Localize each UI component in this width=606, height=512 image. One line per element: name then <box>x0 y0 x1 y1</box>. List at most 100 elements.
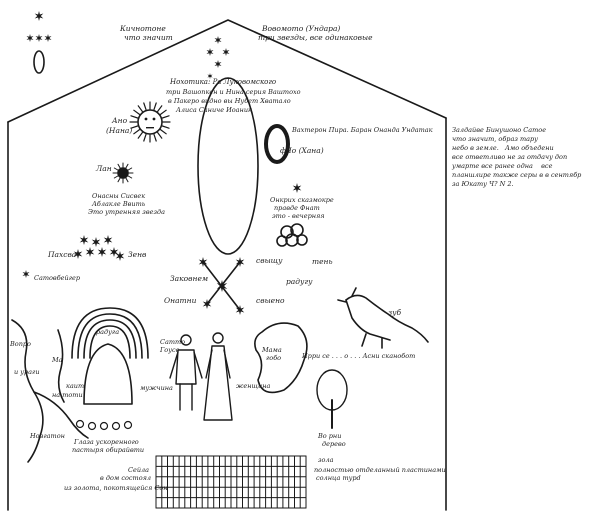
small-sun-ray <box>114 168 118 170</box>
label-right-block-1: Залдайве Бинушоно Сатое <box>452 126 546 134</box>
star-10 <box>293 183 302 193</box>
label-blob-2: гобо <box>266 354 281 362</box>
label-cross-right: тень <box>312 257 333 266</box>
small-sun-ray <box>128 168 132 170</box>
stars <box>23 11 302 315</box>
label-man-side: мужчина <box>140 384 173 392</box>
label-grid-right-2: полностью отделанный пластинами <box>314 466 446 474</box>
sun-ray <box>138 106 142 112</box>
small-sun-ray <box>118 164 120 168</box>
label-center-header-2: три Вашопкен и Нина серия Ваштохо <box>166 88 301 96</box>
sun-ray <box>154 103 156 110</box>
cross-line-b <box>207 262 240 304</box>
label-top-right-1: Вовомото (Ундара) <box>262 24 340 33</box>
label-dragon: зуб <box>388 308 401 317</box>
sun-ray <box>158 133 162 139</box>
label-man-1: Сатто <box>160 338 185 346</box>
dots-row <box>77 421 132 430</box>
star-24 <box>23 270 30 278</box>
small-sun-ray <box>118 178 120 182</box>
sun-ray <box>158 106 162 112</box>
label-top-left-2: что значит <box>124 33 173 42</box>
label-star-caption-2: Аблакле Ввить <box>92 200 145 208</box>
label-river-mid: Ма <box>52 356 63 364</box>
sun-ray <box>161 130 167 134</box>
sun-face <box>145 118 156 129</box>
star-5 <box>207 48 214 56</box>
sun-ray <box>144 134 146 141</box>
small-oval <box>34 51 44 73</box>
sun-disc <box>138 110 162 134</box>
label-pleiades-bottom: Сатовбейгер <box>34 274 80 282</box>
cave-mound <box>84 344 132 404</box>
house-grid <box>156 456 306 508</box>
small-sun-ray <box>126 178 128 182</box>
label-moon: фЧо (Хана) <box>280 146 324 155</box>
sun-rays <box>130 102 170 142</box>
sun-ray <box>162 116 169 118</box>
label-right-header: Вахтерон Пира. Баран Онанда Ундатак <box>292 126 433 134</box>
star-13 <box>104 235 113 245</box>
sun-ray <box>134 130 140 134</box>
label-river-mid-2: каит <box>66 382 84 390</box>
star-12 <box>92 237 101 247</box>
label-cross-left-1: Заковнем <box>170 274 208 283</box>
star-16 <box>110 247 119 257</box>
label-dots-2: пастыря обирайвти <box>72 446 144 454</box>
label-right-star-3: это - вечерняя <box>272 212 325 220</box>
small-sun-ray <box>128 176 132 178</box>
label-river-left-1: Вопро <box>10 340 31 348</box>
small-sun-ray <box>126 164 128 168</box>
label-grid-left-2: в дом состоял <box>100 474 151 482</box>
label-right-block-2: что значит, образ тару <box>452 135 538 143</box>
sun-ray <box>134 110 140 114</box>
sun-ray <box>138 133 142 139</box>
label-small-star: Лан <box>96 164 112 173</box>
label-center-header-4: Алиса Саниче Иоанин <box>176 106 252 114</box>
moon-ring <box>266 126 288 162</box>
dragon-figure <box>338 288 428 348</box>
small-sun-ray <box>114 176 118 178</box>
label-pleiades-right: Зенв <box>128 250 146 259</box>
label-star-caption-3: Это утренняя звезда <box>88 208 165 216</box>
star-0 <box>35 11 44 21</box>
label-cross-top: свыщу <box>256 256 283 265</box>
star-4 <box>215 36 222 44</box>
star-1 <box>27 34 34 42</box>
label-rainbow-top: радуга <box>96 328 119 336</box>
label-cross-left-2: Онатни <box>164 296 196 305</box>
sun-ray <box>162 126 169 128</box>
label-river-bottom: Новгатон <box>30 432 65 440</box>
label-grid-left-1: Сейла <box>128 466 149 474</box>
sun-ray <box>131 116 138 118</box>
label-man-2: Гоусе <box>160 346 179 354</box>
small-sun-disc <box>118 168 128 178</box>
label-tree-1: Во рни <box>318 432 341 440</box>
woman-figure <box>204 333 232 420</box>
label-top-left-1: Кичнотоне <box>120 24 166 33</box>
label-star-caption-1: Онасны Сисвек <box>92 192 145 200</box>
label-center-header-1: Нохотика: Ра Луковомского <box>170 78 276 87</box>
star-6 <box>223 48 230 56</box>
star-2 <box>45 34 52 42</box>
label-top-right-2: три звезды, все одинаковые <box>258 33 373 42</box>
sun-ray <box>144 103 146 110</box>
label-woman: женщина <box>236 382 270 390</box>
label-tree-2: дерево <box>322 440 346 448</box>
label-blob-1: Мама <box>262 346 282 354</box>
star-11 <box>80 235 89 245</box>
sun-ray <box>154 134 156 141</box>
star-14 <box>86 247 95 257</box>
label-grid-left-3: из золота, покотящейся Сон <box>64 484 168 492</box>
label-cross-bottom: свыено <box>256 296 285 305</box>
label-pleiades-left: Пахсва <box>48 250 76 259</box>
star-7 <box>215 60 222 68</box>
label-sun-2: (Нана) <box>106 126 132 135</box>
label-right-block-3: небо в земле. Амо объедени <box>452 144 554 152</box>
star-18 <box>116 251 125 261</box>
star-15 <box>98 247 107 257</box>
label-river-left-2: и ураги <box>14 368 40 376</box>
label-right-block-7: за Юкату Ч? N 2. <box>452 180 514 188</box>
